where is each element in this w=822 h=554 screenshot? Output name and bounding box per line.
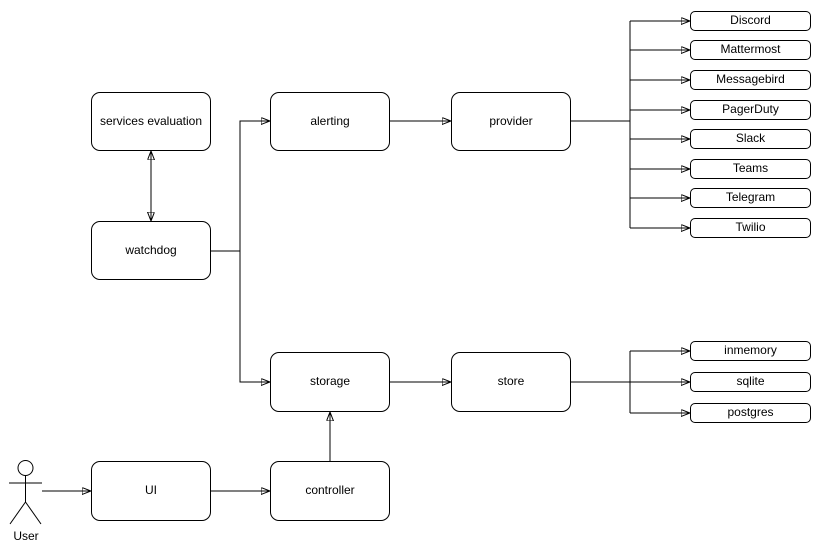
node-provider-target-messagebird: Messagebird xyxy=(690,70,811,90)
edge-watchdog-alerting xyxy=(211,121,270,252)
node-provider-target-slack: Slack xyxy=(690,129,811,149)
provider-target-label: Mattermost xyxy=(720,42,781,57)
edge-store-trunk xyxy=(571,351,631,413)
node-provider-target-teams: Teams xyxy=(690,159,811,179)
node-provider-target-mattermost: Mattermost xyxy=(690,40,811,60)
node-storage-label: storage xyxy=(309,374,351,389)
node-watchdog-label: watchdog xyxy=(125,242,177,257)
node-provider-target-discord: Discord xyxy=(690,11,811,31)
node-provider-target-twilio: Twilio xyxy=(690,218,811,238)
node-store-target-sqlite: sqlite xyxy=(690,372,811,392)
node-store-target-inmemory: inmemory xyxy=(690,341,811,361)
node-services-evaluation: services evaluation xyxy=(91,92,211,151)
node-ui: UI xyxy=(91,461,211,521)
store-target-label: inmemory xyxy=(724,343,777,358)
node-provider-target-telegram: Telegram xyxy=(690,188,811,208)
store-target-label: postgres xyxy=(727,405,774,420)
provider-target-label: Messagebird xyxy=(716,72,785,87)
node-ui-label: UI xyxy=(145,483,157,498)
provider-target-label: Twilio xyxy=(735,220,766,235)
user-actor-icon xyxy=(9,460,42,525)
node-provider: provider xyxy=(451,92,571,151)
provider-target-label: Discord xyxy=(730,13,771,28)
node-provider-target-pagerduty: PagerDuty xyxy=(690,100,811,120)
store-target-label: sqlite xyxy=(736,374,765,389)
node-store-target-postgres: postgres xyxy=(690,403,811,423)
edge-watchdog-storage xyxy=(211,250,270,382)
node-alerting: alerting xyxy=(270,92,390,151)
user-actor-label: User xyxy=(13,529,39,543)
node-storage: storage xyxy=(270,352,390,412)
node-store: store xyxy=(451,352,571,412)
node-provider-label: provider xyxy=(489,113,533,128)
node-controller: controller xyxy=(270,461,390,521)
node-alerting-label: alerting xyxy=(310,113,350,128)
node-store-label: store xyxy=(497,374,525,389)
node-services-evaluation-label: services evaluation xyxy=(99,113,203,128)
provider-target-label: Slack xyxy=(735,131,766,146)
node-controller-label: controller xyxy=(305,483,355,498)
provider-target-label: PagerDuty xyxy=(722,102,779,117)
edge-provider-trunk xyxy=(571,21,631,228)
provider-target-label: Teams xyxy=(732,161,769,176)
node-watchdog: watchdog xyxy=(91,221,211,280)
provider-target-label: Telegram xyxy=(725,190,776,205)
